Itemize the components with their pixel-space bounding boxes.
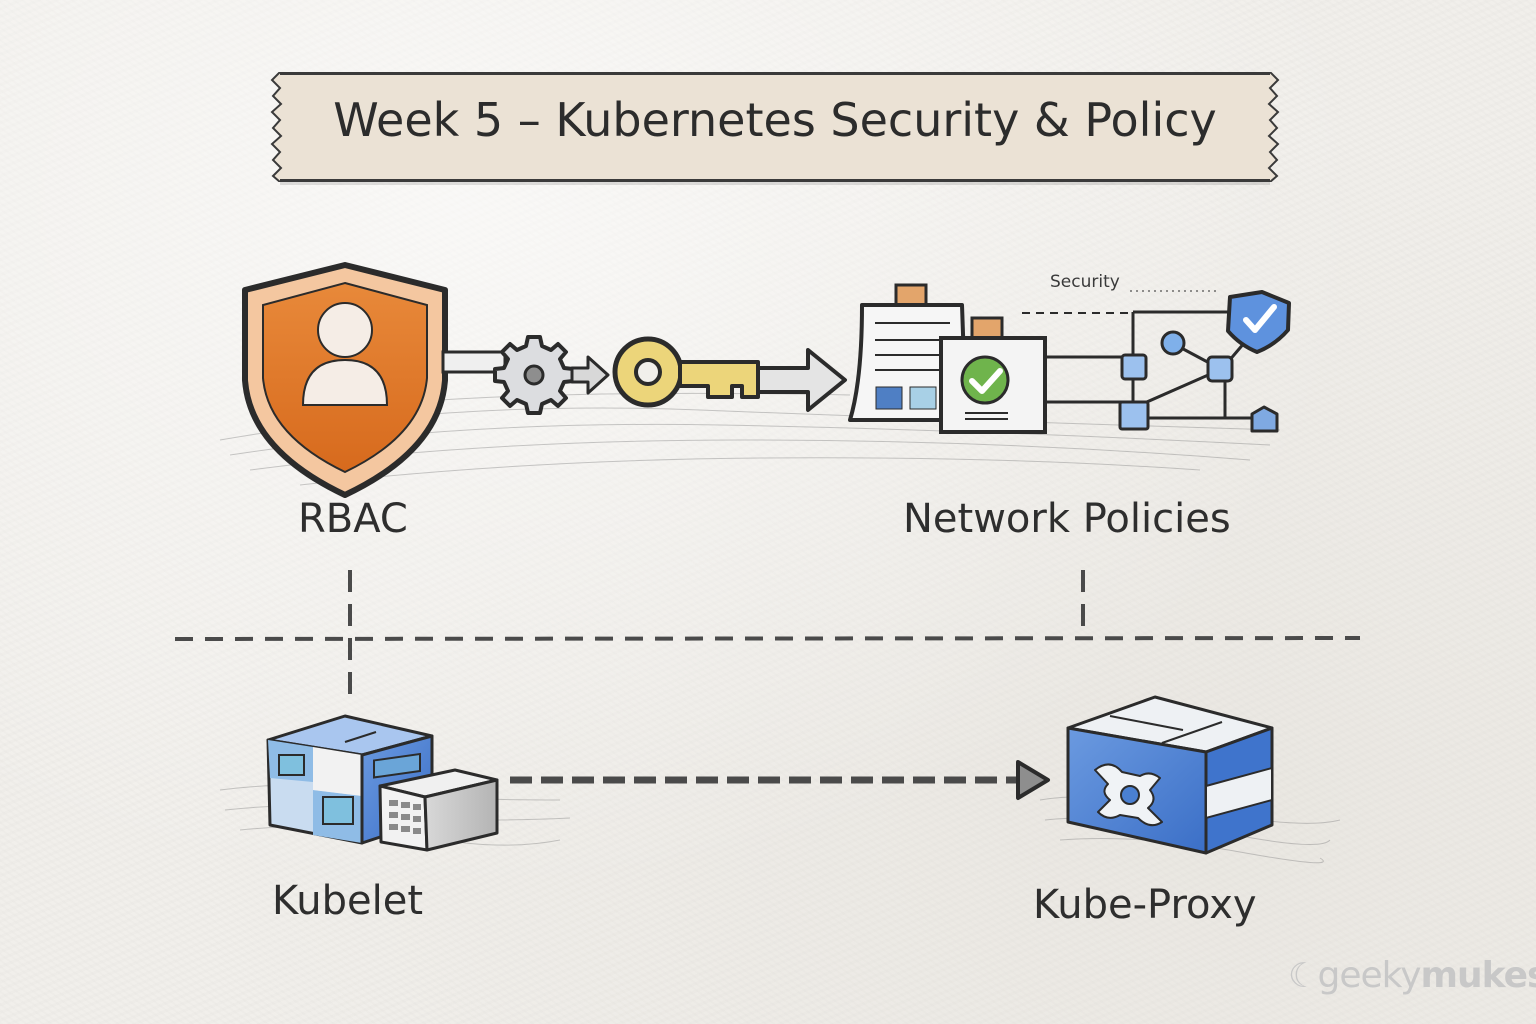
arrow-gear-to-key xyxy=(570,355,610,395)
proxy-box-icon xyxy=(1066,695,1274,855)
torn-edge-right xyxy=(1267,72,1280,182)
dashed-layout-lines xyxy=(174,570,1361,700)
check-shield-icon xyxy=(1226,290,1291,354)
watermark-prefix: geeky xyxy=(1317,955,1421,996)
torn-edge-left xyxy=(270,72,283,182)
arrow-key-to-documents xyxy=(756,348,847,412)
security-annotation: Security xyxy=(1050,272,1120,292)
policy-documents-icon xyxy=(848,283,1047,434)
dashed-arrow-kubelet-to-proxy xyxy=(510,760,1050,800)
title-banner: Week 5 – Kubernetes Security & Policy xyxy=(270,72,1280,182)
watermark: ☾geekymukesh xyxy=(1288,955,1536,996)
server-boxes-icon xyxy=(266,714,499,852)
gear-icon xyxy=(493,335,575,415)
rbac-label: RBAC xyxy=(298,496,408,542)
network-policies-label: Network Policies xyxy=(903,496,1231,542)
key-icon xyxy=(612,336,760,408)
network-nodes xyxy=(1118,330,1279,433)
watermark-logo-icon: ☾ xyxy=(1288,956,1319,996)
shield-user-icon xyxy=(242,262,448,498)
kubelet-label: Kubelet xyxy=(272,878,423,924)
kube-proxy-label: Kube-Proxy xyxy=(1033,882,1257,928)
page-title: Week 5 – Kubernetes Security & Policy xyxy=(333,93,1217,147)
watermark-suffix: mukesh xyxy=(1420,955,1536,996)
